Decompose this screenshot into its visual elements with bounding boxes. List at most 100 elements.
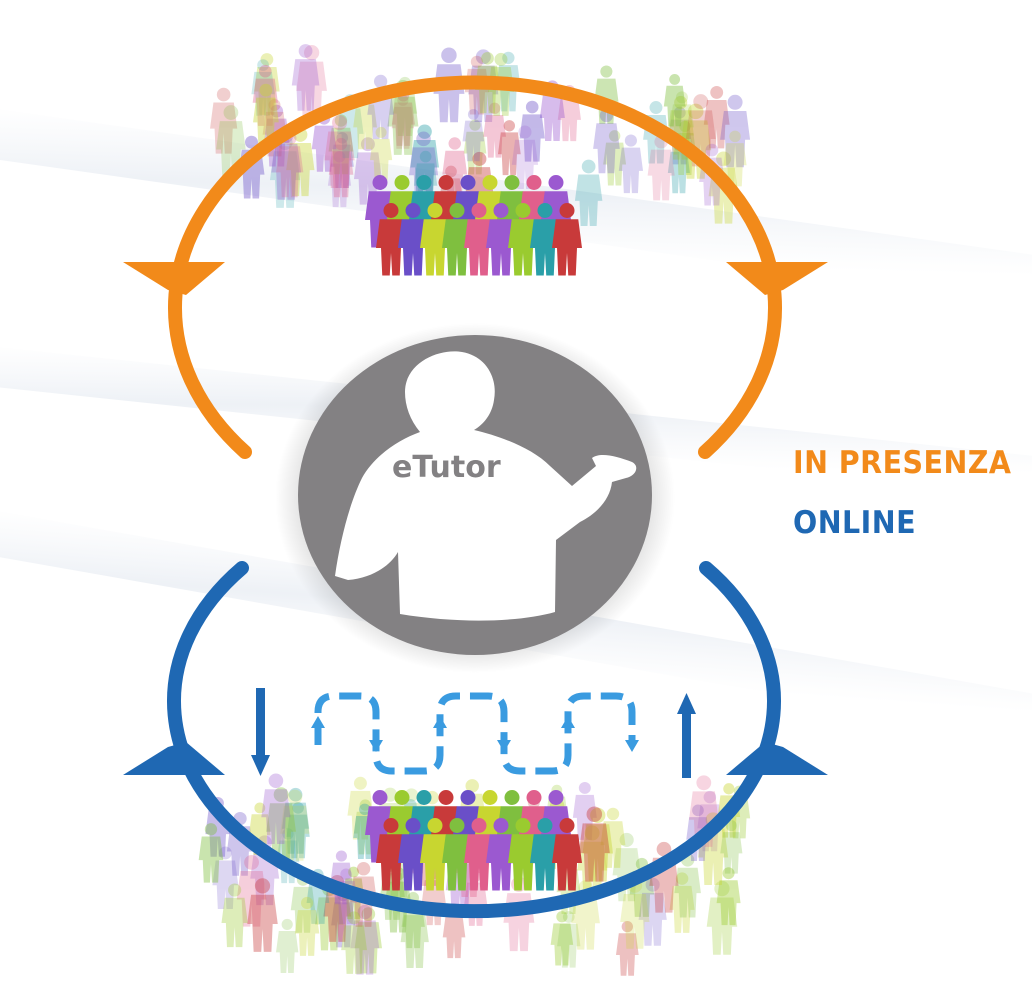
- person-icon: [552, 203, 582, 276]
- person-icon: [236, 854, 267, 927]
- people-group-top: [365, 175, 582, 276]
- person-icon: [483, 102, 507, 158]
- arrow-up-icon: [677, 693, 696, 778]
- person-icon: [376, 818, 406, 891]
- person-icon: [603, 130, 627, 186]
- etutor-center: eTutor: [275, 323, 675, 673]
- arrowhead-left-orange-icon: [123, 262, 225, 295]
- person-icon: [550, 911, 574, 966]
- person-icon: [486, 203, 516, 276]
- person-icon: [508, 818, 538, 891]
- person-icon: [615, 920, 639, 976]
- person-icon: [578, 806, 610, 882]
- person-icon: [252, 64, 278, 126]
- small-arrows: [311, 716, 639, 752]
- person-icon: [669, 872, 695, 933]
- person-icon: [577, 825, 608, 899]
- online-arc: [167, 561, 781, 919]
- legend-in-presenza: IN PRESENZA: [793, 445, 1012, 481]
- small-arrow-down-icon: [369, 740, 383, 752]
- small-arrow-up-icon: [311, 716, 325, 728]
- online-cycle: [123, 561, 828, 919]
- person-icon: [341, 911, 368, 974]
- person-icon: [600, 807, 626, 868]
- person-icon: [572, 781, 597, 840]
- small-arrow-down-icon: [625, 740, 639, 752]
- person-icon: [557, 911, 581, 968]
- person-icon: [251, 59, 275, 116]
- person-icon: [464, 818, 494, 891]
- person-icon: [398, 818, 428, 891]
- people-group-bottom: [365, 790, 582, 891]
- arrowhead-left-blue-icon: [123, 742, 225, 775]
- legend-online: ONLINE: [793, 505, 917, 541]
- person-icon: [350, 904, 380, 975]
- person-icon: [261, 773, 291, 845]
- person-icon: [281, 787, 310, 854]
- person-icon: [327, 150, 352, 208]
- person-icon: [486, 818, 516, 891]
- person-icon: [442, 818, 472, 891]
- person-icon: [408, 131, 439, 202]
- person-icon: [723, 130, 747, 187]
- person-icon: [296, 44, 327, 119]
- center-label: eTutor: [392, 450, 501, 485]
- person-icon: [706, 880, 738, 955]
- person-icon: [328, 114, 354, 175]
- person-icon: [398, 203, 428, 276]
- person-icon: [354, 907, 383, 974]
- person-icon: [254, 53, 280, 115]
- in-presenza-arc: [168, 75, 782, 459]
- person-icon: [276, 918, 299, 973]
- person-icon: [720, 820, 743, 874]
- person-icon: [266, 787, 296, 860]
- arrowhead-right-orange-icon: [726, 262, 828, 295]
- person-icon: [462, 108, 485, 162]
- person-icon: [720, 94, 751, 168]
- small-arrow-up-icon: [433, 716, 447, 728]
- person-icon: [442, 203, 472, 276]
- online-flow: [251, 688, 696, 778]
- arrowhead-right-blue-icon: [726, 742, 828, 775]
- person-icon: [369, 126, 393, 181]
- person-icon: [247, 878, 278, 952]
- person-icon: [291, 44, 320, 111]
- person-icon: [530, 818, 560, 891]
- person-icon: [582, 807, 614, 882]
- person-icon: [463, 119, 487, 175]
- person-icon: [212, 846, 239, 909]
- person-icon: [221, 883, 248, 948]
- person-icon: [294, 896, 320, 956]
- person-icon: [663, 74, 686, 127]
- person-icon: [703, 85, 730, 149]
- person-icon: [286, 802, 310, 859]
- person-icon: [376, 203, 406, 276]
- person-icon: [618, 134, 644, 194]
- person-icon: [280, 789, 310, 861]
- person-icon: [530, 203, 560, 276]
- person-icon: [210, 87, 238, 154]
- person-icon: [552, 818, 582, 891]
- person-icon: [464, 203, 494, 276]
- person-icon: [324, 115, 355, 188]
- person-icon: [420, 203, 450, 276]
- person-icon: [198, 823, 224, 883]
- person-icon: [508, 203, 538, 276]
- person-icon: [420, 818, 450, 891]
- person-icon: [638, 877, 667, 946]
- arrow-down-icon: [251, 688, 270, 776]
- person-icon: [716, 867, 741, 926]
- small-arrow-up-icon: [561, 716, 575, 728]
- small-arrow-down-icon: [497, 740, 511, 752]
- dashed-wave: [314, 692, 636, 775]
- tutor-silhouette: [335, 351, 637, 621]
- person-icon: [391, 94, 415, 149]
- person-icon: [574, 159, 603, 226]
- person-icon: [497, 120, 521, 176]
- person-icon: [328, 137, 354, 198]
- in-presenza-cycle: [123, 75, 828, 459]
- person-icon: [519, 100, 545, 162]
- person-icon: [330, 132, 354, 188]
